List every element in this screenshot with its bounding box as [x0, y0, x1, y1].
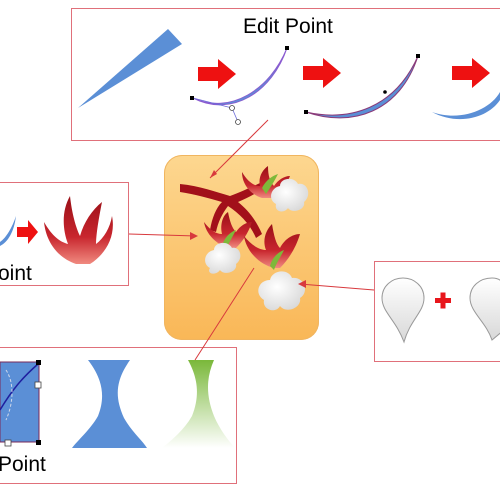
- connector-top: [209, 119, 269, 179]
- red-arrow-icon: [17, 220, 38, 244]
- trunk-shape-green: [162, 360, 235, 448]
- droplet-shape-left: [381, 277, 425, 344]
- red-arrow-icon: [303, 58, 341, 88]
- plus-icon: [435, 292, 451, 309]
- cloud-icon: [205, 178, 309, 311]
- leaf-cluster-shape: [44, 196, 113, 264]
- droplet-shape-right: [469, 277, 500, 341]
- edit-point-panel: [71, 8, 500, 141]
- curved-stroke-editing: [190, 46, 289, 125]
- trunk-shape-blue: [72, 360, 147, 448]
- edit-point-title: Edit Point: [243, 15, 333, 38]
- connector-right: [298, 280, 375, 291]
- curved-stroke-small: [0, 216, 16, 246]
- bottom-panel-label: Point: [0, 453, 46, 476]
- curved-stroke-adjusted: [304, 54, 420, 119]
- connector-left: [128, 232, 198, 240]
- branch: [180, 180, 268, 238]
- curved-stroke-final: [432, 92, 500, 120]
- edited-rectangle-shape: [0, 360, 42, 447]
- red-arrow-icon: [198, 59, 236, 89]
- red-arrow-icon: [452, 58, 490, 88]
- connector-bottom: [194, 267, 255, 361]
- left-panel-label: oint: [0, 262, 32, 285]
- triangle-shape: [78, 29, 182, 108]
